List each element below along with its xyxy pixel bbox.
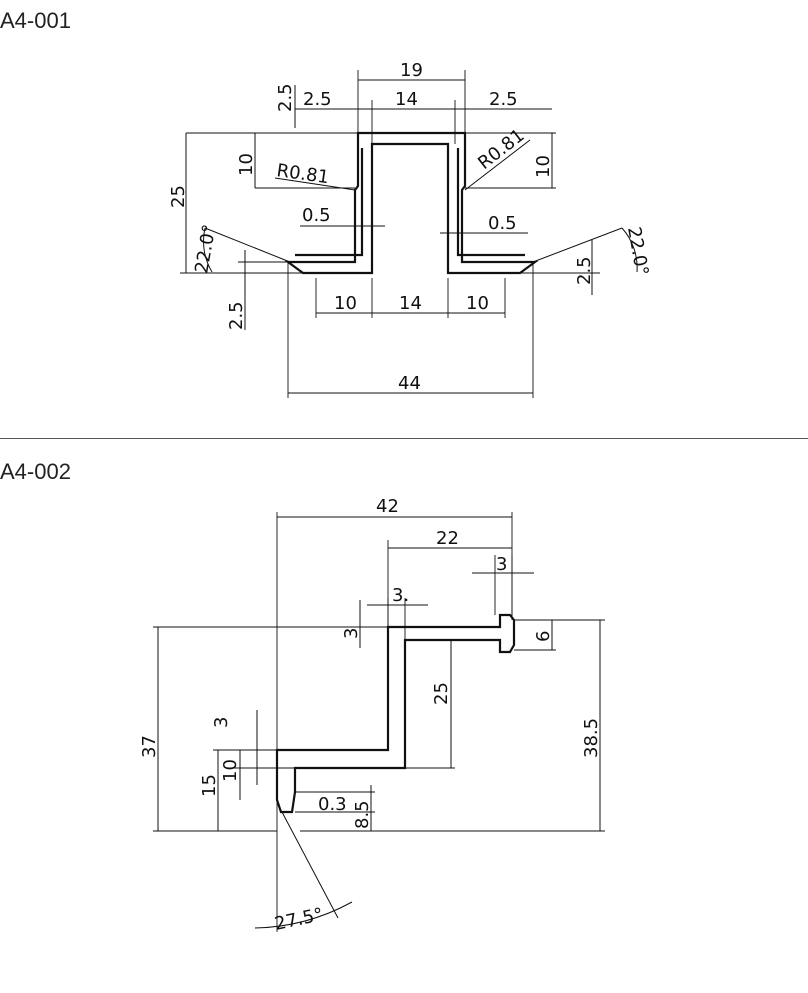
panel-title-a4-001: A4-001 [0,8,71,33]
dimension-lip-gap: 0.3 [295,794,375,815]
dim-label: 10 [236,153,257,176]
dim-label: 2.5 [489,89,518,110]
dimension-total-height: 25 [168,133,303,274]
dim-label: 6 [533,631,554,642]
dim-label: R0.81 [275,160,330,188]
dimension-wall-top: 2.5 [275,83,296,128]
dimension-height-left: 10 [186,132,358,189]
dim-label: 2.5 [303,89,332,110]
dimension-angle-left: 22.0° [191,223,291,275]
dim-label: 3 [496,554,507,575]
dimension-end-thick: 3 [472,554,534,615]
dim-label: 2.5 [226,301,247,330]
dim-label: 3 [211,717,232,728]
dim-label: 42 [376,496,399,517]
dimension-radius-right: R0.81 [464,125,531,191]
dim-label: 44 [398,373,421,394]
dimension-mid-height: 25 [405,639,455,769]
profile-inner-lines [295,148,525,257]
dimension-radius-left: R0.81 [274,160,356,191]
dimension-lower-height: 10 [220,750,295,800]
dimension-base-thick-right: 2.5 [520,240,600,295]
dim-label: 10 [334,293,357,314]
panel-divider [0,438,808,439]
profile-drawing-a4-001: 19 14 2.5 2.5 2.5 10 10 25 R0.81 R [168,60,652,398]
dim-label: 22.0° [191,223,220,275]
profile-drawing-a4-002: 42 22 3 3. 3 6 25 3 [139,496,605,935]
dimension-bottom-flanges: 10 14 10 [315,278,506,318]
dim-label: 10 [220,759,241,782]
dim-label: 22.0° [623,225,652,277]
dim-label: 10 [533,155,554,178]
dim-label: 0.5 [488,213,517,234]
dim-label: 2.5 [574,256,595,285]
dim-label: 10 [466,293,489,314]
dim-label: 3 [341,628,362,639]
profile-outline [275,613,516,814]
dim-label: 25 [431,682,452,705]
dim-label: 0.3 [318,794,347,815]
dim-label: 27.5° [273,904,325,935]
dimension-inner-width: 14 2.5 2.5 [295,89,552,144]
dim-label: 2.5 [275,83,296,112]
dimension-gap-right: 0.5 [440,213,528,234]
dim-label: 14 [399,293,422,314]
dimension-lower-total: 15 [199,749,277,831]
dimension-overall-width: 44 [287,262,534,398]
dimension-overall-height-left: 37 [139,626,388,832]
dimension-angle: 27.5° [254,811,353,935]
dim-label: 19 [400,60,423,81]
dim-label: 38.5 [581,718,602,758]
dimension-height-right: 10 [465,132,556,189]
dimension-end-height: 6 [514,619,556,651]
dim-label: R0.81 [474,125,528,174]
dim-label: 37 [139,735,160,758]
dimension-upper-width: 22 [387,528,512,627]
profile-outline-outer [284,131,539,275]
dim-label: 8.5 [352,800,373,829]
dimension-top-width: 19 [357,60,466,133]
panel-title-a4-002: A4-002 [0,459,71,484]
dimension-top-thick: 3 [341,600,362,648]
dim-label: 22 [436,528,459,549]
dimension-overall-width: 42 [276,496,513,932]
dim-label: 3. [392,585,409,606]
dim-label: 14 [395,89,418,110]
dimension-base-thick-left: 2.5 [226,250,290,330]
dimension-gap-left: 0.5 [300,205,385,227]
dim-label: 25 [168,185,189,208]
dimension-lip-height: 8.5 [295,785,375,831]
dimension-web-thick: 3. [367,585,428,640]
dim-label: 15 [199,774,220,797]
dim-label: 0.5 [302,205,331,226]
dimension-overall-height-right: 38.5 [300,619,605,832]
